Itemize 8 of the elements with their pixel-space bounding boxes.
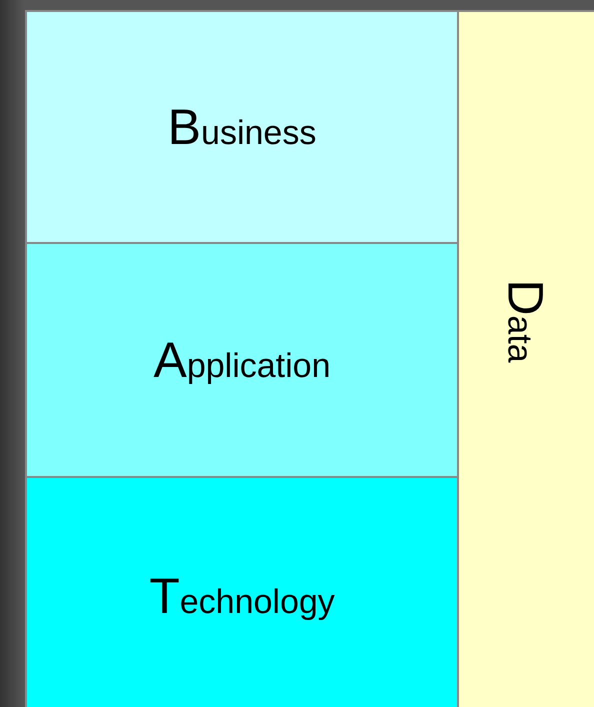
layer-label: Data: [496, 279, 555, 363]
layer-box: [25, 476, 459, 707]
layer-label: Application: [153, 331, 330, 389]
layer-box: [25, 10, 459, 244]
data-column-box: [457, 10, 594, 707]
layer-label: Technology: [149, 567, 335, 625]
layer-label: Business: [168, 98, 316, 156]
layer-box: [25, 242, 459, 478]
